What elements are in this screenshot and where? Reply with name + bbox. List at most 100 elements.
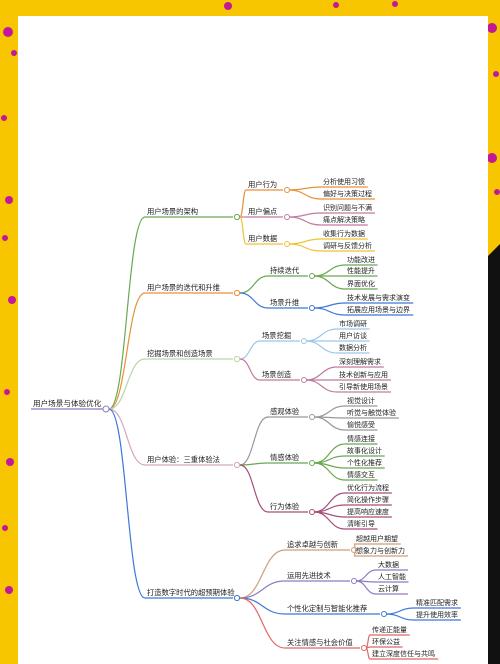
branch-node-4[interactable]: 打造数字时代的超预期体验 [145,588,235,599]
leaf-node-3-2-2[interactable]: 提高响应速度 [345,507,392,518]
branch-node-0[interactable]: 用户场景的架构 [145,207,233,218]
branch-edge-1 [108,292,146,410]
leaf-node-1-1-0[interactable]: 技术发展与需求演变 [345,293,414,304]
subbranch-node-4-1[interactable]: 运用先进技术 [285,571,350,582]
leaf-edge-4-3-0 [365,634,371,649]
branch-node-4-text: 打造数字时代的超预期体验 [147,588,235,597]
leaf-node-3-2-3[interactable]: 清晰引导 [345,519,378,530]
leaf-node-1-0-2[interactable]: 界面优化 [345,279,378,290]
subbranch-node-3-2[interactable]: 行为体验 [268,502,308,513]
leaf-node-4-0-1[interactable]: 想象力与创新力 [354,546,408,557]
leaf-edge-2-1-0 [305,366,338,381]
leaf-node-0-0-0[interactable]: 分析使用习惯 [321,177,368,188]
leaf-node-0-2-1[interactable]: 调研与反馈分析 [321,241,375,252]
subbranch-connector-dot-2-0 [301,338,307,344]
subbranch-node-0-1-text: 用户偏点 [248,207,277,216]
leaf-node-2-1-2-text: 引导新使用场景 [339,382,388,391]
leaf-node-0-1-1[interactable]: 痛点解决策略 [321,215,368,226]
leaf-node-4-3-1[interactable]: 环保公益 [370,637,403,648]
leaf-node-0-0-1-text: 偏好与决策过程 [323,189,372,198]
leaf-node-2-1-2[interactable]: 引导新使用场景 [337,382,391,393]
subbranch-node-2-0[interactable]: 场景挖掘 [260,331,300,342]
leaf-node-4-2-1[interactable]: 提升使用效率 [414,610,461,621]
subbranch-node-4-3[interactable]: 关注情感与社会价值 [285,638,360,649]
leaf-node-4-1-2[interactable]: 云计算 [376,584,408,595]
leaf-node-2-0-2[interactable]: 数据分析 [337,343,370,354]
subbranch-node-3-1[interactable]: 情感体验 [268,453,308,464]
branch-edge-4 [108,408,146,599]
leaf-node-3-0-0-text: 视觉设计 [347,396,375,405]
subbranch-node-1-0[interactable]: 持续迭代 [268,266,308,277]
mindmap-root-node[interactable]: 用户场景与体验优化 [31,398,105,410]
leaf-node-3-1-2-text: 个性化推荐 [347,458,382,467]
leaf-node-3-1-0[interactable]: 情感连接 [345,434,378,445]
subbranch-connector-dot-3-0 [309,414,315,420]
leaf-edge-1-0-0 [313,264,346,277]
subbranch-node-0-0[interactable]: 用户行为 [246,180,283,191]
leaf-node-3-1-3[interactable]: 情感交互 [345,470,378,481]
branch-node-3[interactable]: 用户体验：三重体验法 [145,455,233,466]
branch-node-2[interactable]: 挖掘场景和创造场景 [145,349,233,360]
leaf-node-2-0-0-text: 市场调研 [339,319,367,328]
root-connector-dot [102,405,110,413]
leaf-node-1-0-1[interactable]: 性能提升 [345,266,378,277]
subbranch-node-4-2[interactable]: 个性化定制与智能化推荐 [285,604,380,615]
subbranch-connector-dot-1-1 [309,305,315,311]
leaf-node-2-0-1-text: 用户访谈 [339,331,367,340]
leaf-node-4-1-1[interactable]: 人工智能 [376,572,409,583]
leaf-node-3-0-0[interactable]: 视觉设计 [345,396,378,407]
subbranch-node-4-3-text: 关注情感与社会价值 [287,638,353,647]
subbranch-node-2-1-text: 场景创造 [262,370,292,379]
subbranch-edge-3-2 [239,464,269,513]
leaf-node-3-0-2[interactable]: 愉悦感受 [345,420,378,431]
subbranch-edge-2-0 [239,340,261,360]
subbranch-connector-dot-4-3 [361,645,367,651]
branch-edge-0 [108,216,146,410]
subbranch-node-1-1-text: 场景升维 [270,298,299,307]
leaf-node-3-2-1[interactable]: 简化操作步骤 [345,495,392,506]
branch-node-0-text: 用户场景的架构 [147,207,198,216]
branch-connector-dot-2 [233,355,241,363]
leaf-node-4-0-0[interactable]: 超越用户期望 [354,534,401,545]
leaf-node-0-2-0[interactable]: 收集行为数据 [321,229,368,240]
leaf-node-3-1-1[interactable]: 故事化设计 [345,446,385,457]
leaf-node-4-3-2[interactable]: 建立深度信任与共鸣 [370,649,439,660]
leaf-node-4-3-0[interactable]: 传递正能量 [370,625,410,636]
dark-strip [488,244,500,664]
leaf-edge-4-1-2 [355,580,377,595]
leaf-node-2-0-1[interactable]: 用户访谈 [337,331,370,342]
leaf-node-3-2-2-text: 提高响应速度 [347,507,389,516]
leaf-edge-3-2-3 [313,511,346,530]
branch-node-1[interactable]: 用户场景的迭代和升维 [145,283,233,294]
subbranch-node-0-2[interactable]: 用户数据 [246,234,283,245]
leaf-node-2-0-0[interactable]: 市场调研 [337,319,370,330]
leaf-node-1-0-0[interactable]: 功能改进 [345,255,378,266]
subbranch-node-0-1[interactable]: 用户偏点 [246,207,283,218]
leaf-node-0-1-1-text: 痛点解决策略 [323,215,365,224]
subbranch-edge-1-1 [239,292,269,309]
subbranch-node-1-1[interactable]: 场景升维 [268,298,308,309]
branch-node-2-text: 挖掘场景和创造场景 [147,349,213,358]
leaf-node-0-0-1[interactable]: 偏好与决策过程 [321,189,375,200]
subbranch-node-3-2-text: 行为体验 [270,502,300,511]
leaf-node-0-1-0[interactable]: 识别问题与不满 [321,203,375,214]
leaf-edge-3-1-3 [313,462,346,481]
leaf-node-3-0-1[interactable]: 听觉与触觉体验 [345,408,399,419]
leaf-node-2-1-1[interactable]: 技术创新与应用 [337,370,391,381]
leaf-node-3-1-2[interactable]: 个性化推荐 [345,458,385,469]
subbranch-node-4-0[interactable]: 追求卓越与创新 [285,540,350,551]
branch-connector-dot-1 [233,289,241,297]
branch-edge-2 [108,358,146,410]
leaf-node-4-2-0[interactable]: 精准匹配需求 [414,598,461,609]
leaf-edge-2-1-2 [305,379,338,393]
leaf-node-1-1-1[interactable]: 拓展应用场景与边界 [345,305,414,316]
subbranch-edge-1-0 [239,275,269,294]
leaf-node-3-2-0[interactable]: 优化行为流程 [345,483,392,494]
subbranch-node-2-1[interactable]: 场景创造 [260,370,300,381]
subbranch-node-3-0[interactable]: 感观体验 [268,407,308,418]
leaf-node-2-1-0[interactable]: 深刻理解需求 [337,357,384,368]
leaf-node-2-0-2-text: 数据分析 [339,343,367,352]
leaf-node-4-1-0[interactable]: 大数据 [376,560,408,571]
subbranch-edge-2-1 [239,358,261,381]
